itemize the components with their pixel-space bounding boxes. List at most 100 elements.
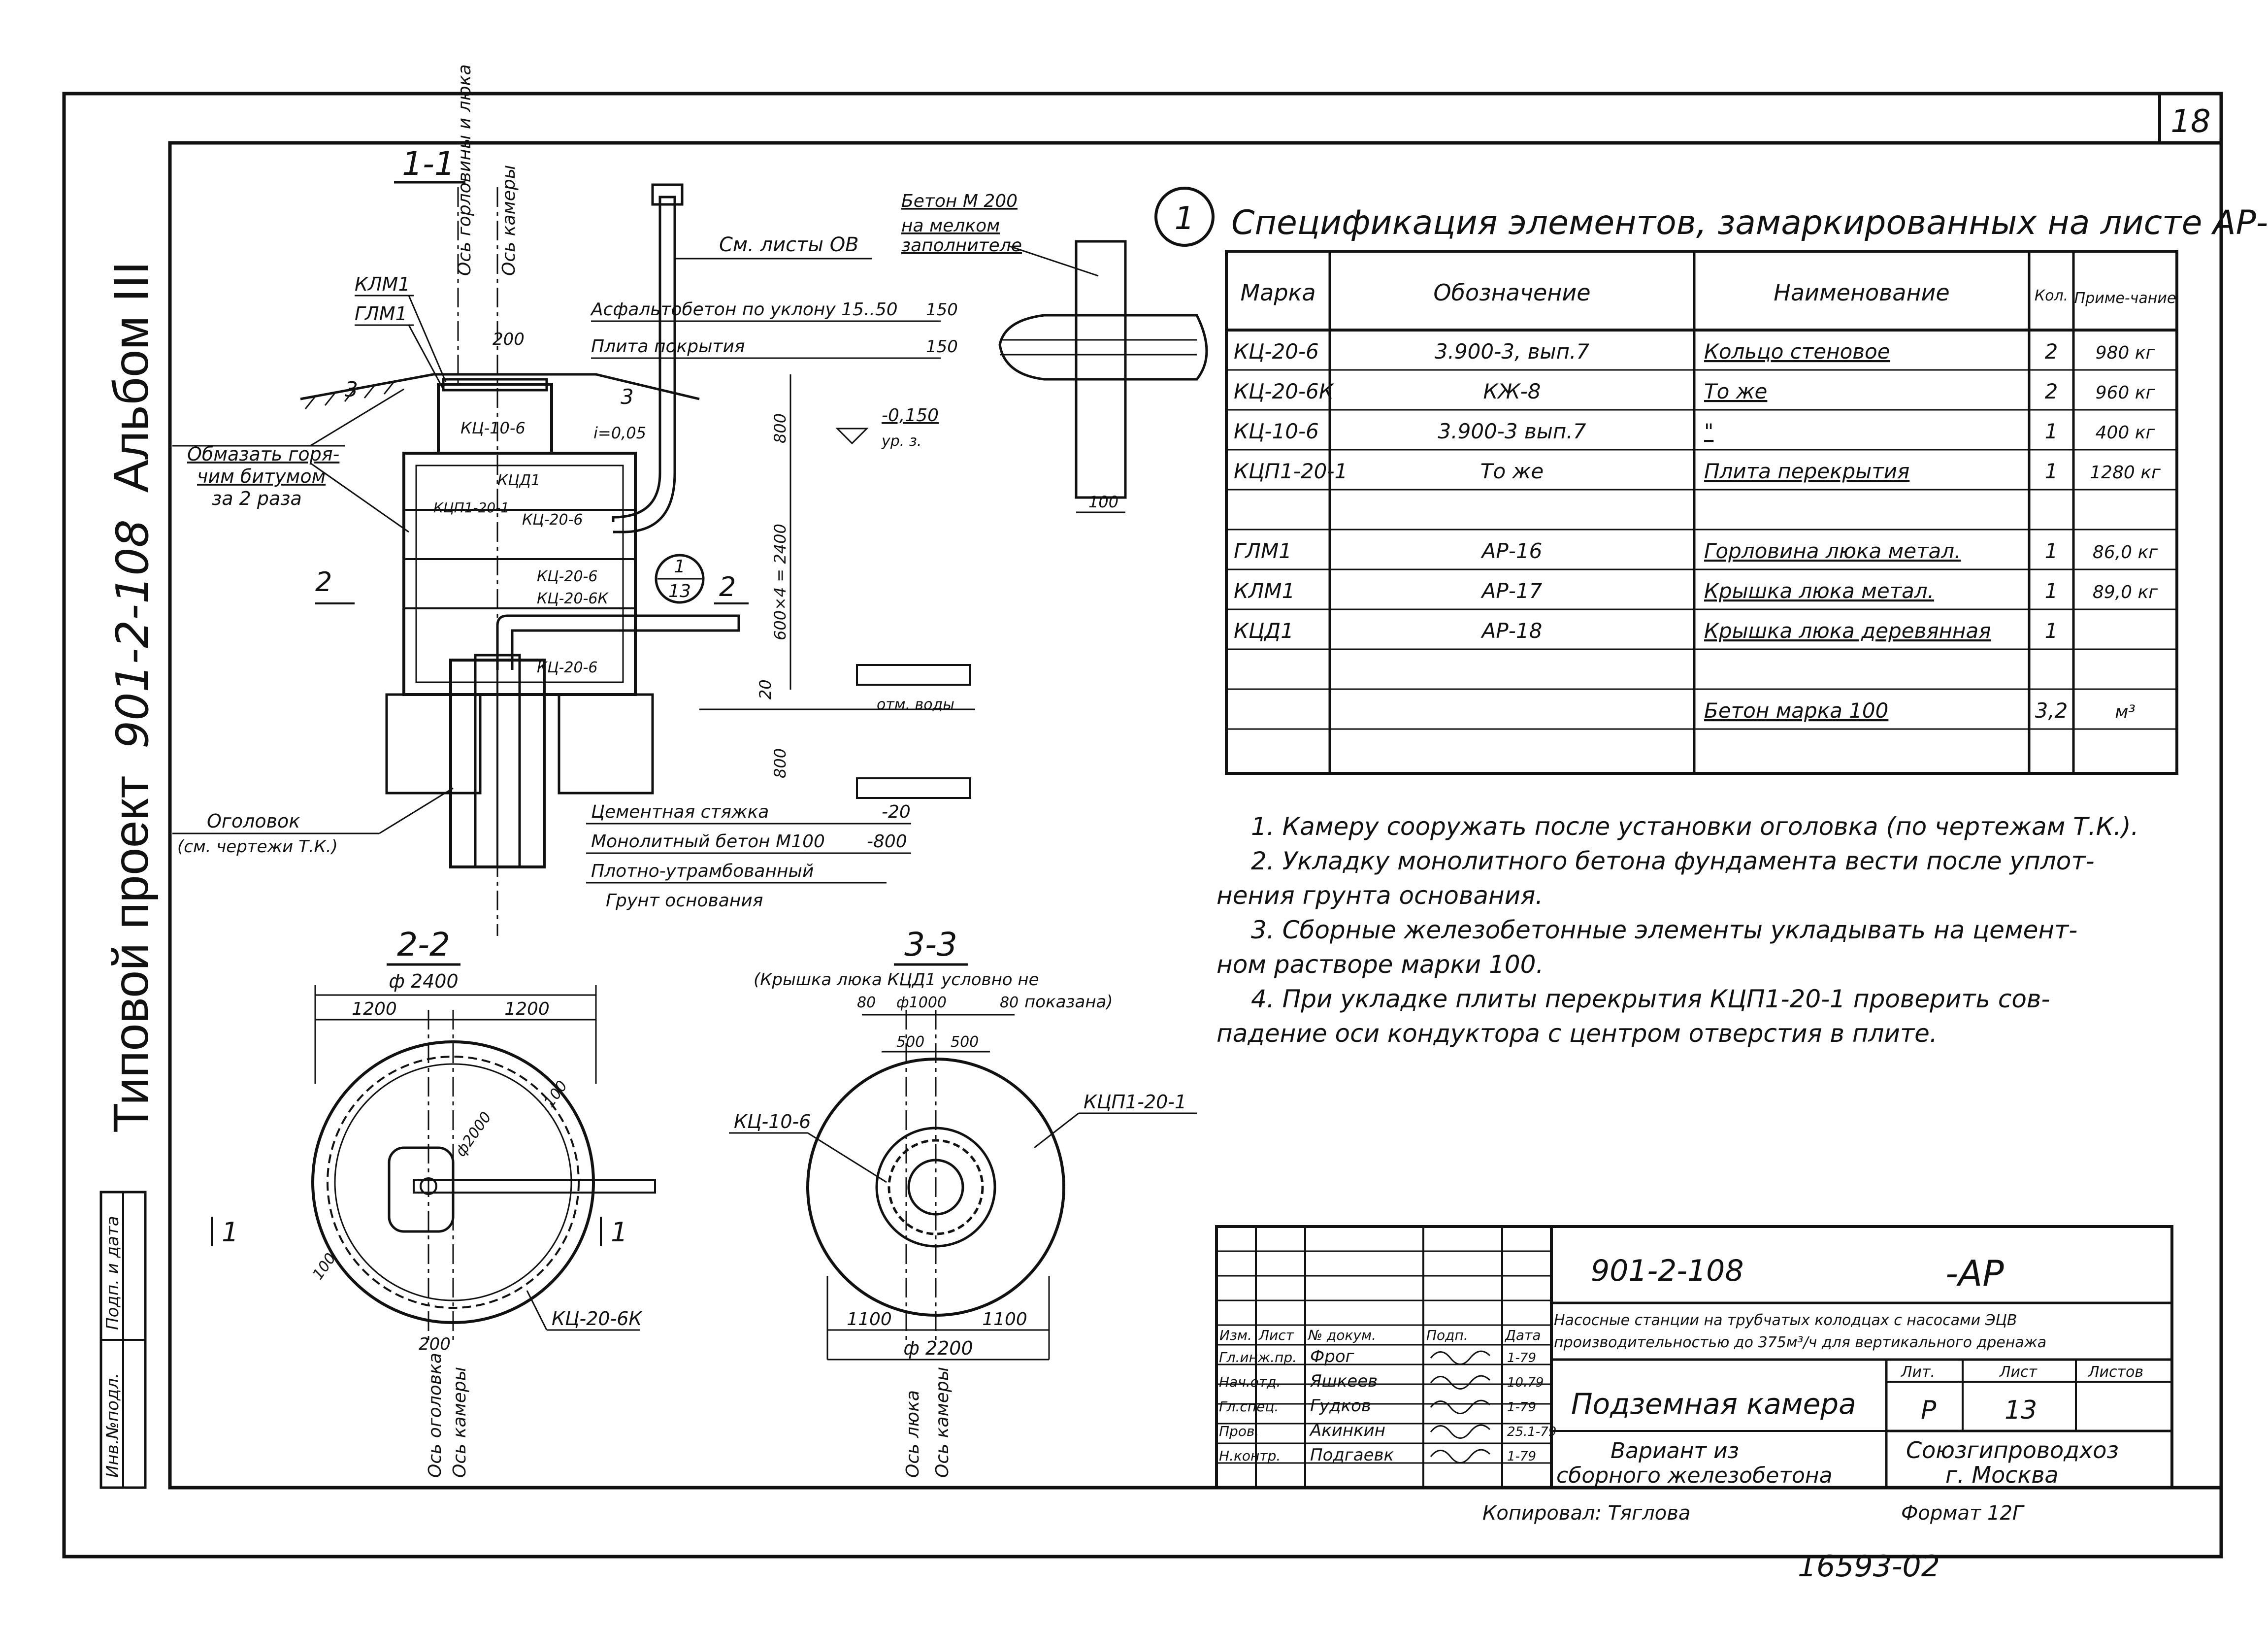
spec-cell: КЖ-8 — [1483, 379, 1541, 403]
spec-cell: 1 — [2045, 459, 2058, 483]
mark-kc-20-6-a: КЦ-20-6 — [522, 511, 583, 529]
mark-kc-20-6k: КЦ-20-6К — [537, 590, 609, 607]
s22-d100b: 100 — [309, 1250, 340, 1283]
spec-cell: м³ — [2115, 702, 2136, 722]
tb-variant-1: Вариант из — [1611, 1438, 1739, 1463]
spec-cell: Крышка люка деревянная — [1704, 619, 1991, 643]
spec-table: Спецификация элементов, замаркированных … — [1225, 203, 2268, 775]
spec-cell: КЦ-20-6 — [1234, 339, 1319, 364]
spec-cell: Бетон марка 100 — [1704, 698, 1888, 723]
section-2-2-title: 2-2 — [397, 926, 450, 964]
s33-half-right: 1100 — [982, 1309, 1027, 1330]
s33-dim-80a: 80 — [857, 994, 876, 1011]
s33-dim-1000: ф1000 — [896, 994, 947, 1011]
s33-axis-hatch: Ось люка — [903, 1390, 923, 1478]
dim-d200: 200 — [493, 330, 525, 349]
detail-marker-label: 1 — [1175, 200, 1195, 237]
spec-cell: Кольцо стеновое — [1704, 339, 1890, 364]
s33-note-1: (Крышка люка КЦД1 условно не — [754, 970, 1039, 990]
detail-marker — [1154, 187, 1215, 247]
detail-concrete-1: Бетон М 200 — [901, 191, 1018, 211]
section-3-3: 3-3 (Крышка люка КЦД1 условно не показан… — [729, 926, 1197, 1478]
s22-axis-head: Ось оголовка — [425, 1353, 445, 1478]
s33-dim-500a: 500 — [896, 1033, 924, 1051]
manhole-cover — [442, 378, 548, 392]
s22-pipe — [413, 1179, 656, 1194]
tb-desc-2: производительностью до 375м³/ч для верти… — [1554, 1334, 2046, 1351]
spec-header-cell: Наименование — [1774, 279, 1949, 306]
mark-klm1: КЛМ1 — [355, 273, 410, 295]
note-line: 1. Камеру сооружать после установки огол… — [1251, 812, 2139, 841]
tb-staff-role: Пров. — [1219, 1423, 1259, 1439]
foundation-right — [558, 693, 654, 795]
inner-frame — [168, 141, 2223, 1490]
detail-wall — [1075, 240, 1127, 499]
note-monolith: Монолитный бетон М100 — [591, 831, 825, 852]
spec-cell: 89,0 кг — [2093, 582, 2158, 602]
tb-staff-date: 1-79 — [1507, 1400, 1536, 1415]
note-asphalt: Асфальтобетон по уклону 15..50 — [590, 299, 898, 320]
spec-frame — [1225, 250, 2178, 775]
tb-object: Подземная камера — [1571, 1387, 1856, 1421]
note-soil-1: Плотно-утрамбованный — [591, 861, 814, 881]
tb-left-header: Изм. — [1219, 1327, 1252, 1343]
note-soil-2: Грунт основания — [606, 891, 763, 911]
callout-top: 1 — [674, 557, 686, 577]
manhole-neck — [437, 383, 553, 455]
tb-staff-name: Подгаевк — [1310, 1445, 1394, 1465]
side-album: Альбом III — [103, 261, 159, 493]
spec-cell: Плита перекрытия — [1704, 459, 1909, 483]
dim-d800: 800 — [771, 413, 789, 443]
note-line: падение оси кондуктора с центром отверст… — [1216, 1019, 1938, 1048]
mark-kc-20-6-c: КЦ-20-6 — [537, 659, 598, 676]
detail-dim: 100 — [1088, 493, 1118, 511]
note-pipe-ref: См. листы ОВ — [719, 233, 859, 256]
tb-staff-date: 1-79 — [1507, 1351, 1536, 1365]
tb-staff-name: Яшкеев — [1310, 1371, 1378, 1391]
section-1-1-title: 1-1 — [402, 145, 455, 183]
spec-cell: 960 кг — [2096, 383, 2156, 403]
spec-cell: КЦ-10-6 — [1234, 419, 1319, 443]
level-m0150: -0,150 — [882, 405, 939, 426]
s33-half-left: 1100 — [847, 1309, 892, 1330]
section-3-3-title: 3-3 — [904, 926, 957, 964]
tb-signature — [1430, 1375, 1491, 1390]
tb-inv: 16593-02 — [1798, 1549, 1940, 1584]
s33-left-mark: КЦ-10-6 — [734, 1111, 811, 1132]
tb-left-header: Дата — [1504, 1327, 1541, 1343]
spec-cell: 1 — [2045, 419, 2058, 443]
spec-cell: 1 — [2045, 619, 2058, 643]
sheet-number: 18 — [2170, 103, 2210, 140]
tb-org-2: г. Москва — [1945, 1462, 2059, 1488]
s33-dim-500b: 500 — [951, 1033, 979, 1051]
note-line: 3. Сборные железобетонные элементы уклад… — [1251, 916, 2077, 944]
spec-cell: 980 кг — [2096, 343, 2156, 363]
section-1-1: 1-1 Ось горловины и люка Ось каме — [172, 64, 975, 936]
mark-glm1: ГЛМ1 — [355, 303, 407, 325]
tb-staff-role: Гл.спец. — [1219, 1398, 1279, 1415]
tb-code: 901-2-108 — [1591, 1254, 1744, 1288]
spec-cell: 86,0 кг — [2093, 542, 2158, 563]
level-m800: -800 — [867, 831, 907, 852]
side-title-text: Типовой проект — [103, 776, 159, 1133]
tb-left-header: Лист — [1258, 1327, 1294, 1343]
level-ur: ур. з. — [881, 432, 921, 450]
s22-dia: ф 2400 — [389, 970, 458, 992]
tb-left-header: Подп. — [1426, 1327, 1468, 1343]
s22-marker-left: 1 — [222, 1217, 238, 1248]
spec-cell: 3.900-3 вып.7 — [1438, 419, 1586, 443]
tb-signature — [1430, 1350, 1491, 1365]
tb-signature — [1430, 1424, 1491, 1439]
spec-cell: КЦП1-20-1 — [1234, 459, 1348, 483]
stamp-inv: Инв.№подл. — [103, 1373, 123, 1478]
spec-cell: 3,2 — [2035, 698, 2068, 723]
spec-cell: 1 — [2045, 539, 2058, 563]
note-head-2: (см. чертежи Т.К.) — [177, 837, 338, 857]
tb-signature — [1430, 1449, 1491, 1463]
tb-copy: Копировал: Тяглова — [1482, 1502, 1690, 1525]
marker-3-right: 3 — [621, 385, 634, 409]
foundation-left — [385, 693, 482, 795]
discharge-pipe — [496, 614, 740, 670]
note-slab: Плита покрытия — [591, 336, 745, 357]
note-head-1: Оголовок — [207, 810, 300, 832]
